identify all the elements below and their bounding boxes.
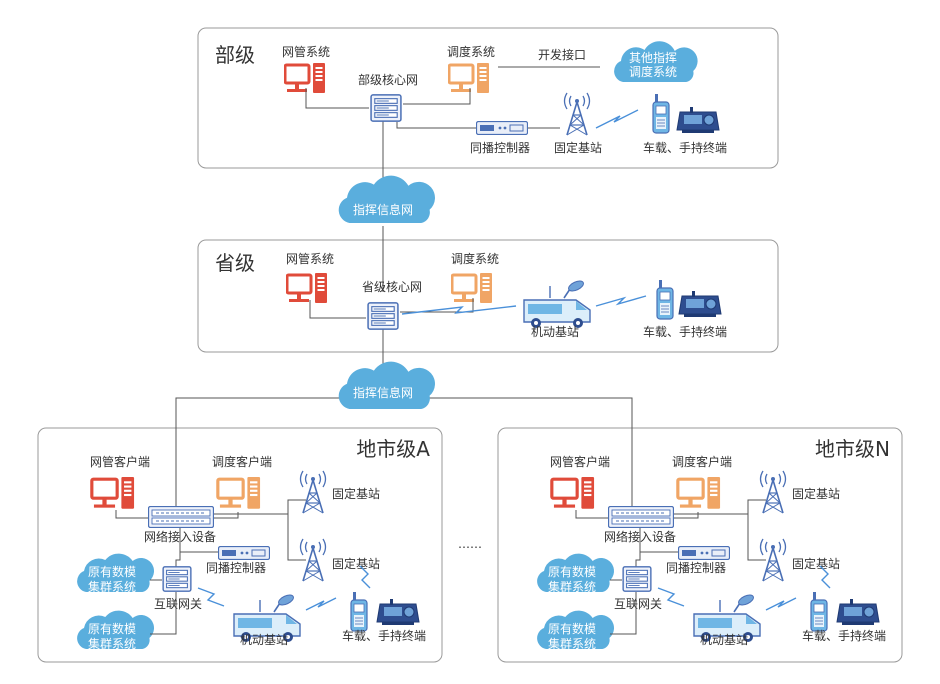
- city_a-legacy1-cloud: [77, 553, 155, 592]
- ministry-simulcast-label: 同播控制器: [470, 141, 530, 155]
- connector-line: [305, 88, 369, 109]
- ministry-dispatch-label: 调度系统: [447, 44, 495, 59]
- city_n-terminals-label: 车载、手持终端: [802, 628, 886, 643]
- city-a-panel: [37, 427, 443, 663]
- province-mobile-station-label: 机动基站: [531, 325, 579, 339]
- ministry-nms-label: 网管系统: [282, 44, 330, 59]
- city_a-nms-label: 网管客户端: [90, 454, 150, 469]
- city_n-simulcast-icon: [678, 546, 730, 560]
- ellipsis-text: ……: [458, 537, 482, 551]
- connector-line: [635, 528, 641, 570]
- city_a-simulcast-icon: [218, 546, 270, 560]
- city_a-mobile-signal: [305, 597, 337, 611]
- cloud-to-city-a: [175, 397, 383, 508]
- city_a-access-device-icon: [148, 506, 214, 528]
- province-core-label: 省级核心网: [362, 280, 422, 294]
- city_n-nms-label: 网管客户端: [550, 454, 610, 469]
- info-network-cloud-2: [338, 361, 435, 409]
- city_a-title: 地市级A: [356, 437, 430, 461]
- connector-line: [287, 514, 306, 561]
- city_a-gateway-signal: [197, 587, 225, 607]
- city_a-gateway-label: 互联网关: [154, 597, 202, 611]
- city_a-terminals-label: 车载、手持终端: [342, 628, 426, 643]
- city_a-gateway-icon: [162, 566, 192, 592]
- connector-line: [396, 122, 478, 129]
- connector-line: [403, 88, 471, 105]
- ministry-open-interface-label: 开发接口: [538, 47, 586, 62]
- connector-line: [115, 510, 148, 519]
- province-signal: [595, 295, 647, 307]
- city_n-gateway-label: 互联网关: [614, 597, 662, 611]
- connector-line: [747, 514, 766, 561]
- province-nms-label: 网管系统: [286, 251, 334, 266]
- city_n-dispatch-label: 调度客户端: [672, 454, 732, 469]
- city_n-title: 地市级N: [815, 437, 890, 461]
- city_n-legacy1-line-2: 集群系统: [548, 579, 596, 594]
- city_a-legacy1-line-2: 集群系统: [88, 579, 136, 594]
- city_n-base2-label: 固定基站: [792, 556, 840, 571]
- city_a-simulcast-label: 同播控制器: [206, 561, 266, 575]
- province-title: 省级: [215, 251, 255, 275]
- ministry-signal: [595, 109, 639, 129]
- ministry-base-station-label: 固定基站: [554, 140, 602, 155]
- city_n-legacy1-cloud: [537, 553, 615, 592]
- connector-line: [175, 528, 181, 570]
- connector-line: [610, 592, 637, 635]
- city_a-legacy1-line-1: 原有数模: [88, 564, 136, 579]
- province-core-server-icon: [367, 302, 399, 330]
- ministry-terminals-label: 车载、手持终端: [643, 140, 727, 155]
- city_n-base1-label: 固定基站: [792, 486, 840, 501]
- city_a-legacy2-line-2: 集群系统: [88, 636, 136, 651]
- city_a-base2-label: 固定基站: [332, 556, 380, 571]
- info-network-cloud-1: [338, 175, 435, 223]
- city_n-base-signal: [819, 565, 831, 589]
- city_n-gateway-signal: [657, 587, 685, 607]
- city_n-legacy2-line-2: 集群系统: [548, 636, 596, 651]
- city_n-legacy2-line-1: 原有数模: [548, 621, 596, 636]
- connector-line: [674, 499, 766, 515]
- ministry-simulcast-icon: [476, 121, 528, 135]
- city_a-base-signal: [359, 565, 371, 589]
- city_n-simulcast-label: 同播控制器: [666, 561, 726, 575]
- province-terminals-label: 车载、手持终端: [643, 324, 727, 339]
- connector-line: [309, 300, 366, 319]
- city_n-access-device-icon: [608, 506, 674, 528]
- info-network-cloud-2-label: 指挥信息网: [353, 385, 413, 400]
- city_a-mobile-station-label: 机动基站: [240, 633, 288, 647]
- city_a-base1-label: 固定基站: [332, 486, 380, 501]
- city_n-gateway-icon: [622, 566, 652, 592]
- info-network-cloud-1-label: 指挥信息网: [353, 202, 413, 217]
- city_a-dispatch-label: 调度客户端: [212, 454, 272, 469]
- city_n-legacy1-line-1: 原有数模: [548, 564, 596, 579]
- province-core-signal: [401, 305, 517, 315]
- cloud-to-city-n: [383, 397, 633, 508]
- ministry-core-label: 部级核心网: [358, 72, 418, 87]
- ministry-other-system-line-2: 调度系统: [629, 64, 677, 79]
- city-n-panel: [497, 427, 903, 663]
- city_a-legacy2-line-1: 原有数模: [88, 621, 136, 636]
- connector-line: [575, 510, 608, 519]
- ministry-other-system-line-1: 其他指挥: [629, 50, 677, 65]
- other-system-cloud: [614, 41, 698, 82]
- city_n-legacy2-cloud: [537, 610, 615, 649]
- city_n-mobile-signal: [765, 597, 797, 611]
- city_n-mobile-station-label: 机动基站: [700, 633, 748, 647]
- ministry-core-server-icon: [370, 94, 402, 122]
- connector-line: [214, 499, 306, 515]
- connector-line: [150, 592, 177, 635]
- province-dispatch-label: 调度系统: [451, 251, 499, 266]
- ministry-title: 部级: [215, 43, 255, 67]
- city_a-legacy2-cloud: [77, 610, 155, 649]
